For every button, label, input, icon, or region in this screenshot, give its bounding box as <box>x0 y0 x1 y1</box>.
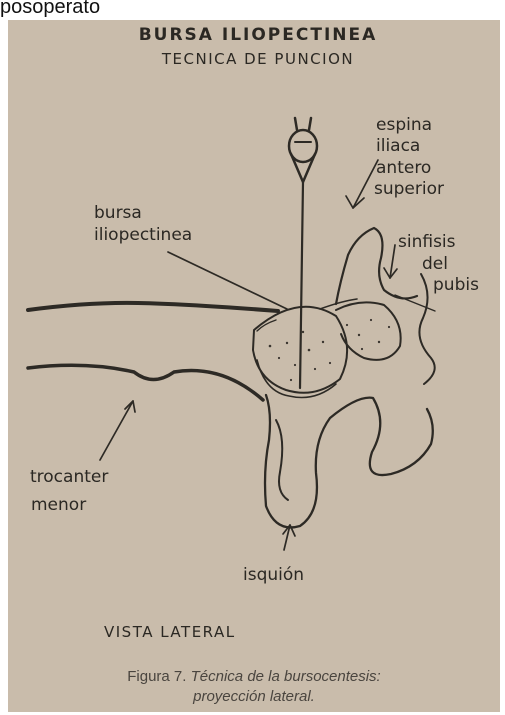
svg-text:sinfisis: sinfisis <box>398 232 456 252</box>
femur-upper-contour <box>28 303 278 311</box>
bone-texture <box>269 319 390 381</box>
svg-text:del: del <box>422 254 448 274</box>
svg-text:trocanter: trocanter <box>30 467 108 487</box>
scanned-figure: BURSA ILIOPECTINEA TECNICA DE PUNCION <box>8 20 500 712</box>
diagram-title: BURSA ILIOPECTINEA <box>139 25 378 45</box>
label-isquion: isquión <box>243 565 304 585</box>
svg-text:bursa: bursa <box>94 203 142 223</box>
label-bursa-iliopectinea: bursa iliopectinea <box>94 203 192 245</box>
svg-text:espina: espina <box>376 115 432 135</box>
diagram-subtitle: TECNICA DE PUNCION <box>161 50 354 68</box>
label-sinfisis-del-pubis: sinfisis del pubis <box>398 232 479 295</box>
syringe-icon <box>289 118 317 388</box>
cut-off-header-text: posoperato <box>0 0 100 18</box>
svg-text:menor: menor <box>31 495 86 515</box>
label-espina-iliaca: espina iliaca antero superior <box>374 115 444 199</box>
femur-lower-contour <box>28 365 263 400</box>
label-trocanter-menor: trocanter menor <box>30 467 108 515</box>
acetabulum-region <box>320 299 401 360</box>
view-label: VISTA LATERAL <box>104 623 236 641</box>
svg-text:iliopectinea: iliopectinea <box>94 225 192 245</box>
bursa-puncture-diagram: BURSA ILIOPECTINEA TECNICA DE PUNCION <box>8 20 500 712</box>
ischium-outline <box>265 395 433 527</box>
svg-text:pubis: pubis <box>433 275 479 295</box>
svg-text:superior: superior <box>374 179 444 199</box>
needle-line <box>300 182 303 388</box>
svg-text:iliaca: iliaca <box>376 136 420 156</box>
svg-text:antero: antero <box>376 158 431 178</box>
figure-caption-line-2: proyección lateral. <box>192 688 315 705</box>
figure-caption-line-1: Figura 7. Técnica de la bursocentesis: <box>127 668 380 685</box>
